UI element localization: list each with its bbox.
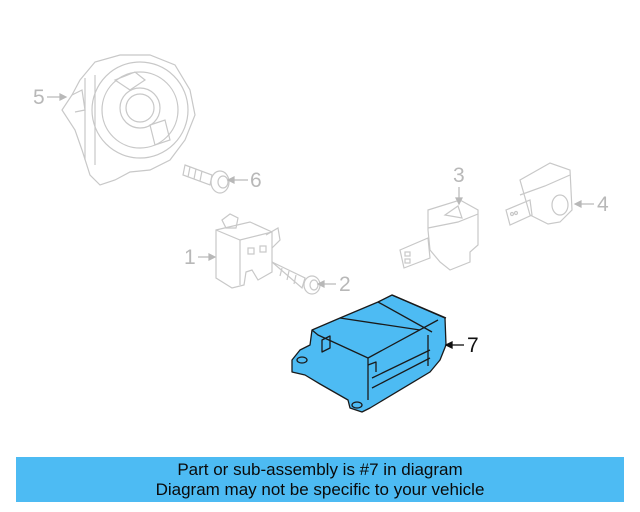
callout-4-arrow (573, 200, 594, 208)
bolt-part (182, 164, 230, 194)
callout-5-arrow (47, 93, 68, 101)
impact-sensor-part (399, 199, 479, 271)
callout-1-arrow (198, 253, 217, 261)
side-sensor-part (505, 162, 573, 226)
callout-2-arrow (316, 280, 336, 288)
screw-part (271, 261, 321, 295)
airbag-control-module-part (291, 294, 447, 413)
callout-5: 5 (33, 86, 45, 109)
clockspring-part (61, 54, 196, 186)
callout-1: 1 (184, 246, 196, 269)
sensor-bracket-part (215, 213, 281, 289)
parts-diagram (47, 54, 594, 413)
info-banner: Part or sub-assembly is #7 in diagram Di… (16, 457, 624, 502)
callout-2: 2 (339, 273, 351, 296)
callout-4: 4 (597, 193, 609, 216)
banner-line-part-number: Part or sub-assembly is #7 in diagram (177, 460, 463, 479)
callout-7-arrow (444, 340, 464, 350)
callout-7: 7 (467, 334, 479, 357)
callout-6-arrow (226, 176, 248, 184)
callout-3-arrow (455, 187, 463, 206)
banner-line-disclaimer: Diagram may not be specific to your vehi… (155, 480, 485, 499)
callout-6: 6 (250, 169, 262, 192)
callout-3: 3 (453, 164, 465, 187)
